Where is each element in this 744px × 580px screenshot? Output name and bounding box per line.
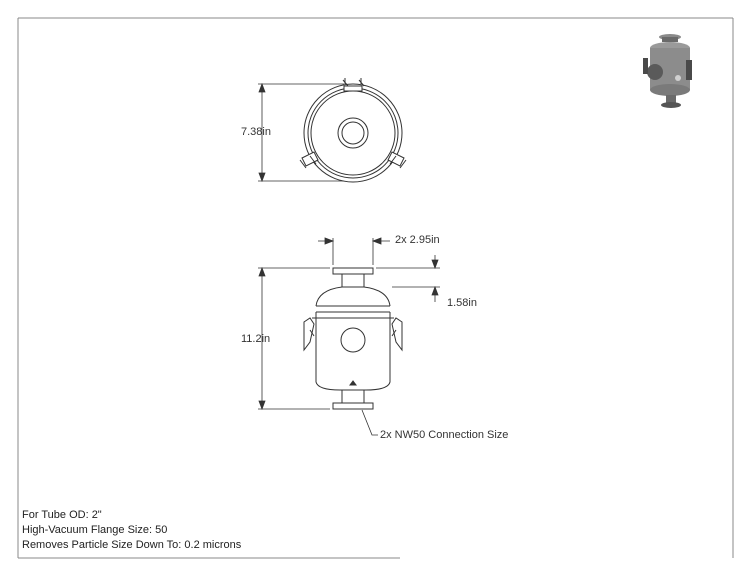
front-view — [304, 268, 402, 409]
dimension-top-view-height — [258, 84, 344, 181]
dimension-outlet-width — [318, 238, 390, 265]
label-connection-size: 2x NW50 Connection Size — [380, 429, 509, 441]
label-flange-offset: 1.58in — [447, 297, 477, 309]
iso-thumbnail — [643, 34, 692, 108]
dimension-overall-height — [258, 268, 330, 409]
label-outlet-width: 2x 2.95in — [395, 234, 440, 246]
top-view — [300, 78, 406, 182]
label-overall-height: 11.2in — [241, 333, 271, 345]
label-top-view-height: 7.38in — [241, 126, 271, 138]
dimension-flange-offset — [376, 255, 440, 302]
leader-connection — [362, 410, 378, 435]
spec-particle-size: Removes Particle Size Down To: 0.2 micro… — [22, 539, 242, 551]
spec-tube-od: For Tube OD: 2" — [22, 509, 102, 521]
spec-flange-size: High-Vacuum Flange Size: 50 — [22, 524, 168, 536]
sheet-border — [18, 18, 733, 558]
